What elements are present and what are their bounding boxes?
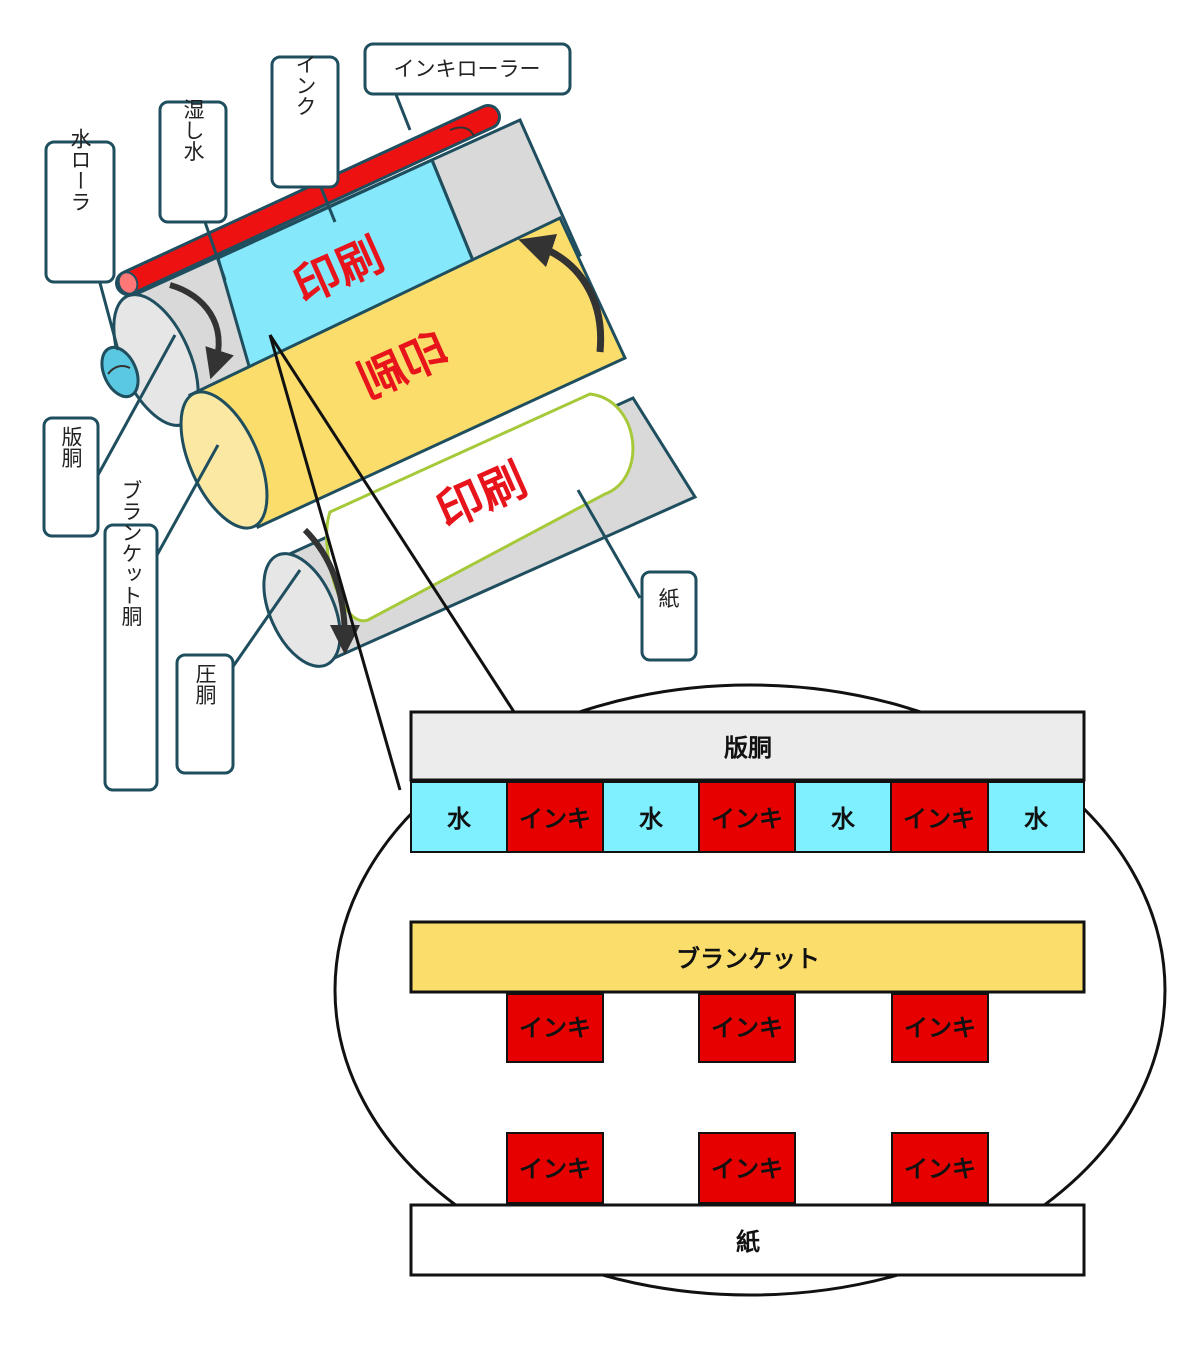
label-dampening-water: 湿し水: [158, 99, 228, 224]
zoom-line-right: [268, 334, 529, 733]
zoom-line-left: [268, 334, 402, 791]
plate-cell-water: 水: [447, 805, 472, 833]
detail-paper-ink: インキ インキ インキ: [506, 1132, 989, 1204]
plate-cell-water: 水: [1024, 805, 1049, 833]
water-roller-rotation-arrow: [107, 365, 131, 375]
plate-cell-water: 水: [831, 805, 856, 833]
impression-cylinder: 印刷: [262, 392, 698, 668]
blanket-ink-cell: インキ: [711, 1014, 783, 1042]
detail-blanket-band: [409, 920, 1086, 994]
detail-paper-band: [409, 1203, 1086, 1277]
leader-lines: [96, 91, 642, 669]
detail-blanket-label: ブランケット: [676, 945, 820, 973]
plate-cell-water: 水: [639, 805, 664, 833]
svg-text:紙: 紙: [659, 587, 680, 611]
plate-cell-ink: インキ: [903, 805, 975, 833]
svg-text:湿し水: 湿し水: [181, 99, 205, 162]
ink-roller: [115, 104, 501, 296]
label-ink-roller: インキローラー: [363, 42, 572, 96]
zoom-detail: 版胴 水 インキ 水 インキ 水 インキ 水 ブランケット インキ インキ: [268, 334, 1167, 1297]
ink-roller-rotation-arrow: [449, 126, 475, 137]
blanket-cylinder-end: [179, 390, 269, 530]
label-water-roller: 水ローラ: [44, 128, 116, 284]
svg-text:インク: インク: [293, 54, 317, 117]
plate-cell-ink: インキ: [519, 805, 591, 833]
water-roller: [100, 345, 140, 399]
svg-text:水ローラ: 水ローラ: [68, 128, 92, 212]
label-plate-cylinder: 版胴: [42, 416, 100, 538]
blanket-ink-cell: インキ: [904, 1014, 976, 1042]
detail-blanket-ink: インキ インキ インキ: [506, 993, 989, 1063]
label-ink: インク: [270, 54, 340, 189]
blanket-rotation-arrow: [518, 233, 605, 353]
detail-plate-band: [409, 710, 1086, 782]
paper-ink-cell: インキ: [711, 1155, 783, 1183]
blanket-ink-cell: インキ: [519, 1014, 591, 1042]
zoom-ellipse: [333, 683, 1167, 1297]
svg-text:インキローラー: インキローラー: [394, 57, 541, 81]
svg-text:版胴: 版胴: [59, 426, 83, 468]
detail-plate-label: 版胴: [724, 734, 772, 762]
label-impression-cylinder: 圧胴: [175, 653, 235, 775]
detail-paper-label: 紙: [736, 1228, 760, 1256]
svg-text:ブランケット胴: ブランケット胴: [119, 480, 143, 627]
impression-rotation-arrow: [302, 527, 360, 655]
svg-text:圧胴: 圧胴: [193, 663, 217, 705]
paper-ink-cell: インキ: [519, 1155, 591, 1183]
cylinder-assembly: 印刷 印刷 印刷: [100, 104, 698, 668]
plate-rotation-arrow: [169, 282, 234, 380]
impression-cylinder-end: [262, 552, 342, 668]
blanket-cylinder: 印刷: [179, 215, 627, 530]
detail-plate-row: 水 インキ 水 インキ 水 インキ 水: [410, 781, 1085, 853]
paper-ink-cell: インキ: [904, 1155, 976, 1183]
plate-cylinder: 印刷: [112, 118, 582, 437]
label-blanket-cylinder: ブランケット胴: [103, 480, 159, 792]
label-paper: 紙: [640, 570, 698, 662]
plate-cell-ink: インキ: [711, 805, 783, 833]
